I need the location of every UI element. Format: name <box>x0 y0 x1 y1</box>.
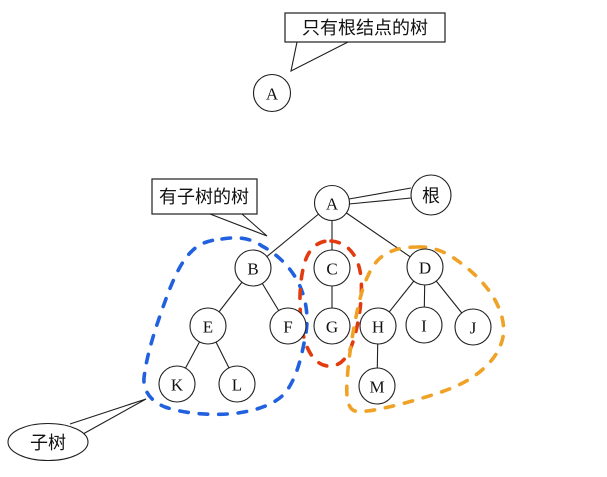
node-d-label: D <box>419 259 431 278</box>
node-e-circle <box>189 307 227 345</box>
multi-node-tree: 有子树的树 根 A B C D E F G H <box>7 174 506 462</box>
node-g-circle <box>313 307 351 345</box>
root-annotation-circle <box>410 174 452 216</box>
node-e-label: E <box>203 318 213 337</box>
subtree-annotation: 子树 <box>7 398 147 462</box>
subtree-outline-C <box>298 239 364 368</box>
node-i-label: I <box>421 317 427 336</box>
node-g-label: G <box>326 318 338 337</box>
node-d-circle <box>406 248 444 286</box>
subtree-annotation-label: 子树 <box>30 433 66 453</box>
node-j-circle <box>454 308 492 346</box>
node-f-circle <box>269 307 307 345</box>
subtree-outlines <box>142 236 506 417</box>
callout-pointer <box>348 187 412 205</box>
subtree-tree-callout-box <box>151 178 258 215</box>
subtree-annotation-ellipse <box>7 422 89 462</box>
node-l-circle <box>218 365 256 403</box>
subtree-outline-B <box>142 236 309 417</box>
node-a-circle <box>313 184 351 222</box>
node-m-circle <box>358 367 396 405</box>
root-only-callout-label: 只有根结点的树 <box>302 18 428 38</box>
callout-pointer <box>290 41 349 73</box>
node-c-label: C <box>326 260 337 279</box>
tree-nodes: A B C D E F G H I J K L M <box>158 184 492 405</box>
root-only-callout-box <box>284 12 446 43</box>
node-h-circle <box>359 307 397 345</box>
node-a-single-label: A <box>266 85 279 104</box>
node-i-circle <box>405 306 443 344</box>
subtree-tree-callout-label: 有子树的树 <box>159 187 249 207</box>
node-a-single-circle <box>252 73 292 113</box>
tree-edges <box>176 202 474 387</box>
node-m-label: M <box>369 378 384 397</box>
node-b-circle <box>234 249 272 287</box>
node-c-circle <box>313 249 351 287</box>
callout-pointer <box>209 213 268 237</box>
node-b-label: B <box>247 260 258 279</box>
node-a-label: A <box>326 195 339 214</box>
node-k-label: K <box>171 376 184 395</box>
node-k-circle <box>158 365 196 403</box>
edge-A-D <box>331 202 426 268</box>
node-h-label: H <box>372 318 384 337</box>
single-node-tree: 只有根结点的树 A <box>252 12 446 113</box>
subtree-outline-D <box>344 245 506 414</box>
root-annotation-label: 根 <box>422 186 440 206</box>
callout-pointer <box>69 398 147 435</box>
node-f-label: F <box>283 318 292 337</box>
root-annotation: 根 <box>348 174 452 216</box>
subtree-tree-callout: 有子树的树 <box>151 178 268 237</box>
node-j-label: J <box>470 319 477 338</box>
node-l-label: L <box>232 376 242 395</box>
